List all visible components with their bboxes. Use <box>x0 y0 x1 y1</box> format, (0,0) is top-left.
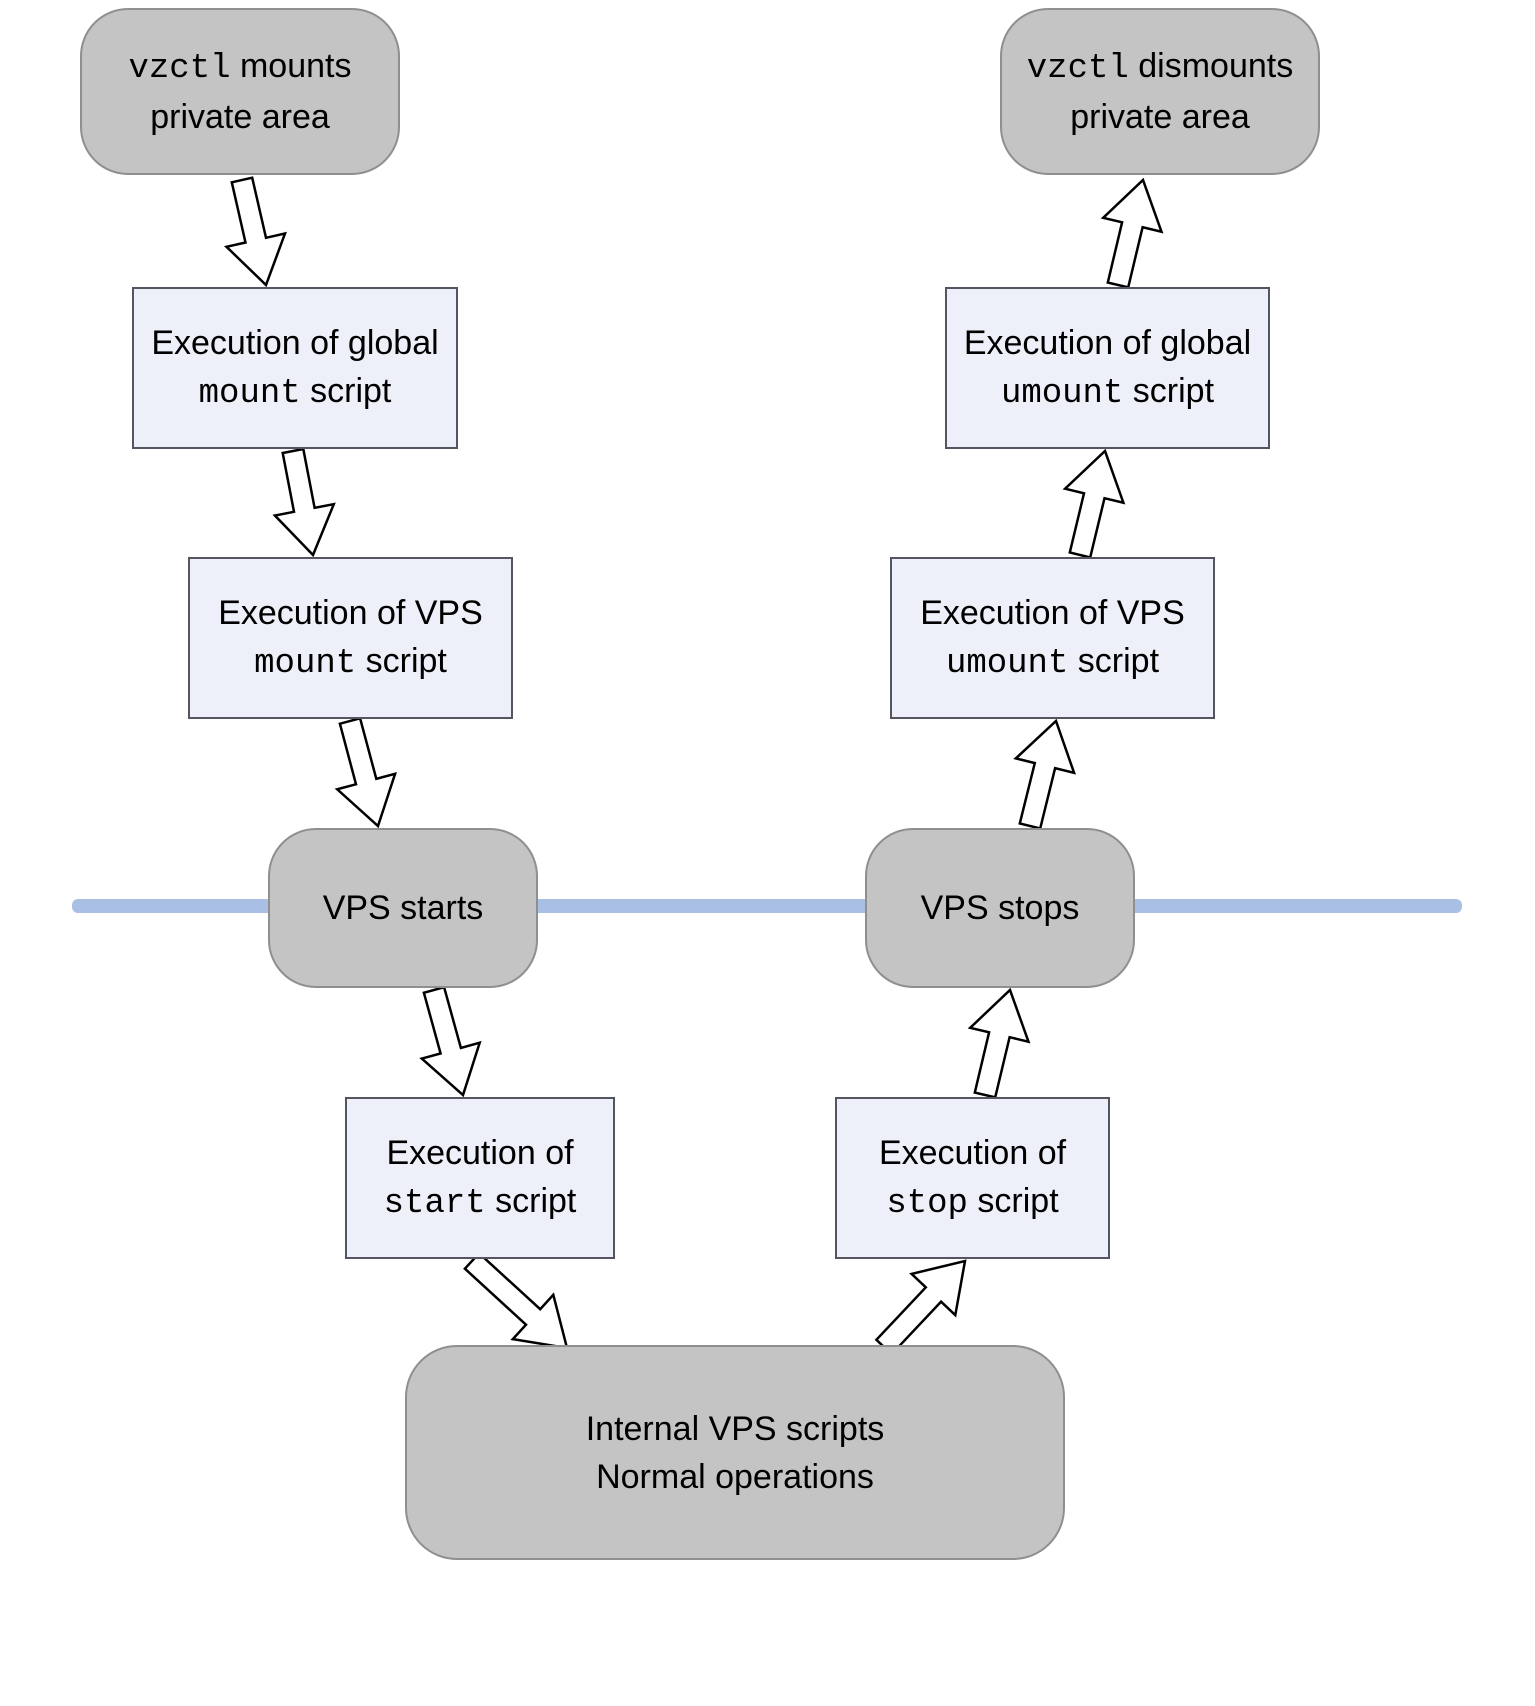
node-label-line2: umount script <box>945 641 1160 683</box>
code-umount: umount <box>1000 374 1124 413</box>
code-mount: mount <box>254 644 357 683</box>
flow-arrow <box>967 987 1031 1099</box>
flow-arrow <box>874 1259 967 1356</box>
flow-arrow <box>334 716 398 829</box>
node-label-line1: vzctl mounts <box>128 47 352 88</box>
code-vzctl: vzctl <box>128 50 231 88</box>
flow-arrow <box>463 1251 569 1350</box>
node-vps-mount-script: Execution of VPS mount script <box>188 557 513 719</box>
flow-arrow <box>272 447 336 558</box>
node-label-line1: Execution of VPS <box>218 593 483 632</box>
code-vzctl: vzctl <box>1026 50 1129 88</box>
flow-arrow <box>1100 177 1164 289</box>
node-label-line1: VPS stops <box>920 889 1080 927</box>
node-label-line2: private area <box>150 98 330 136</box>
code-start: start <box>383 1184 486 1223</box>
flow-arrow <box>1062 448 1126 560</box>
flow-arrow <box>1013 718 1077 831</box>
node-label-line2: umount script <box>1000 371 1215 413</box>
node-label-line1: vzctl dismounts <box>1026 47 1294 88</box>
node-vzctl-mounts: vzctl mounts private area <box>80 8 400 175</box>
node-label-line2: mount script <box>198 371 392 413</box>
node-stop-script: Execution of stop script <box>835 1097 1110 1259</box>
node-label-line2: start script <box>383 1181 577 1223</box>
node-label-line2: stop script <box>886 1181 1059 1223</box>
node-label-line1: Execution of <box>878 1133 1067 1172</box>
flow-arrow <box>419 985 482 1098</box>
node-vps-stops: VPS stops <box>865 828 1135 988</box>
node-label-line2: mount script <box>254 641 447 683</box>
node-start-script: Execution of start script <box>345 1097 615 1259</box>
flow-arrow <box>223 176 287 288</box>
node-label-line2: private area <box>1070 98 1250 136</box>
node-label-line1: VPS starts <box>322 889 484 927</box>
node-label-line2: Normal operations <box>596 1457 874 1496</box>
node-label-line1: Execution of <box>386 1133 574 1172</box>
node-vps-umount-script: Execution of VPS umount script <box>890 557 1215 719</box>
code-mount: mount <box>198 374 301 413</box>
node-vps-starts: VPS starts <box>268 828 538 988</box>
node-internal-vps-scripts: Internal VPS scripts Normal operations <box>405 1345 1065 1560</box>
node-label-line1: Execution of VPS <box>920 593 1185 632</box>
node-label-line1: Execution of global <box>151 323 439 362</box>
node-global-mount-script: Execution of global mount script <box>132 287 458 449</box>
node-label-line1: Execution of global <box>963 323 1252 362</box>
code-umount: umount <box>945 644 1069 683</box>
node-vzctl-dismounts: vzctl dismounts private area <box>1000 8 1320 175</box>
node-label-line1: Internal VPS scripts <box>585 1409 885 1448</box>
code-stop: stop <box>886 1184 968 1223</box>
node-global-umount-script: Execution of global umount script <box>945 287 1270 449</box>
